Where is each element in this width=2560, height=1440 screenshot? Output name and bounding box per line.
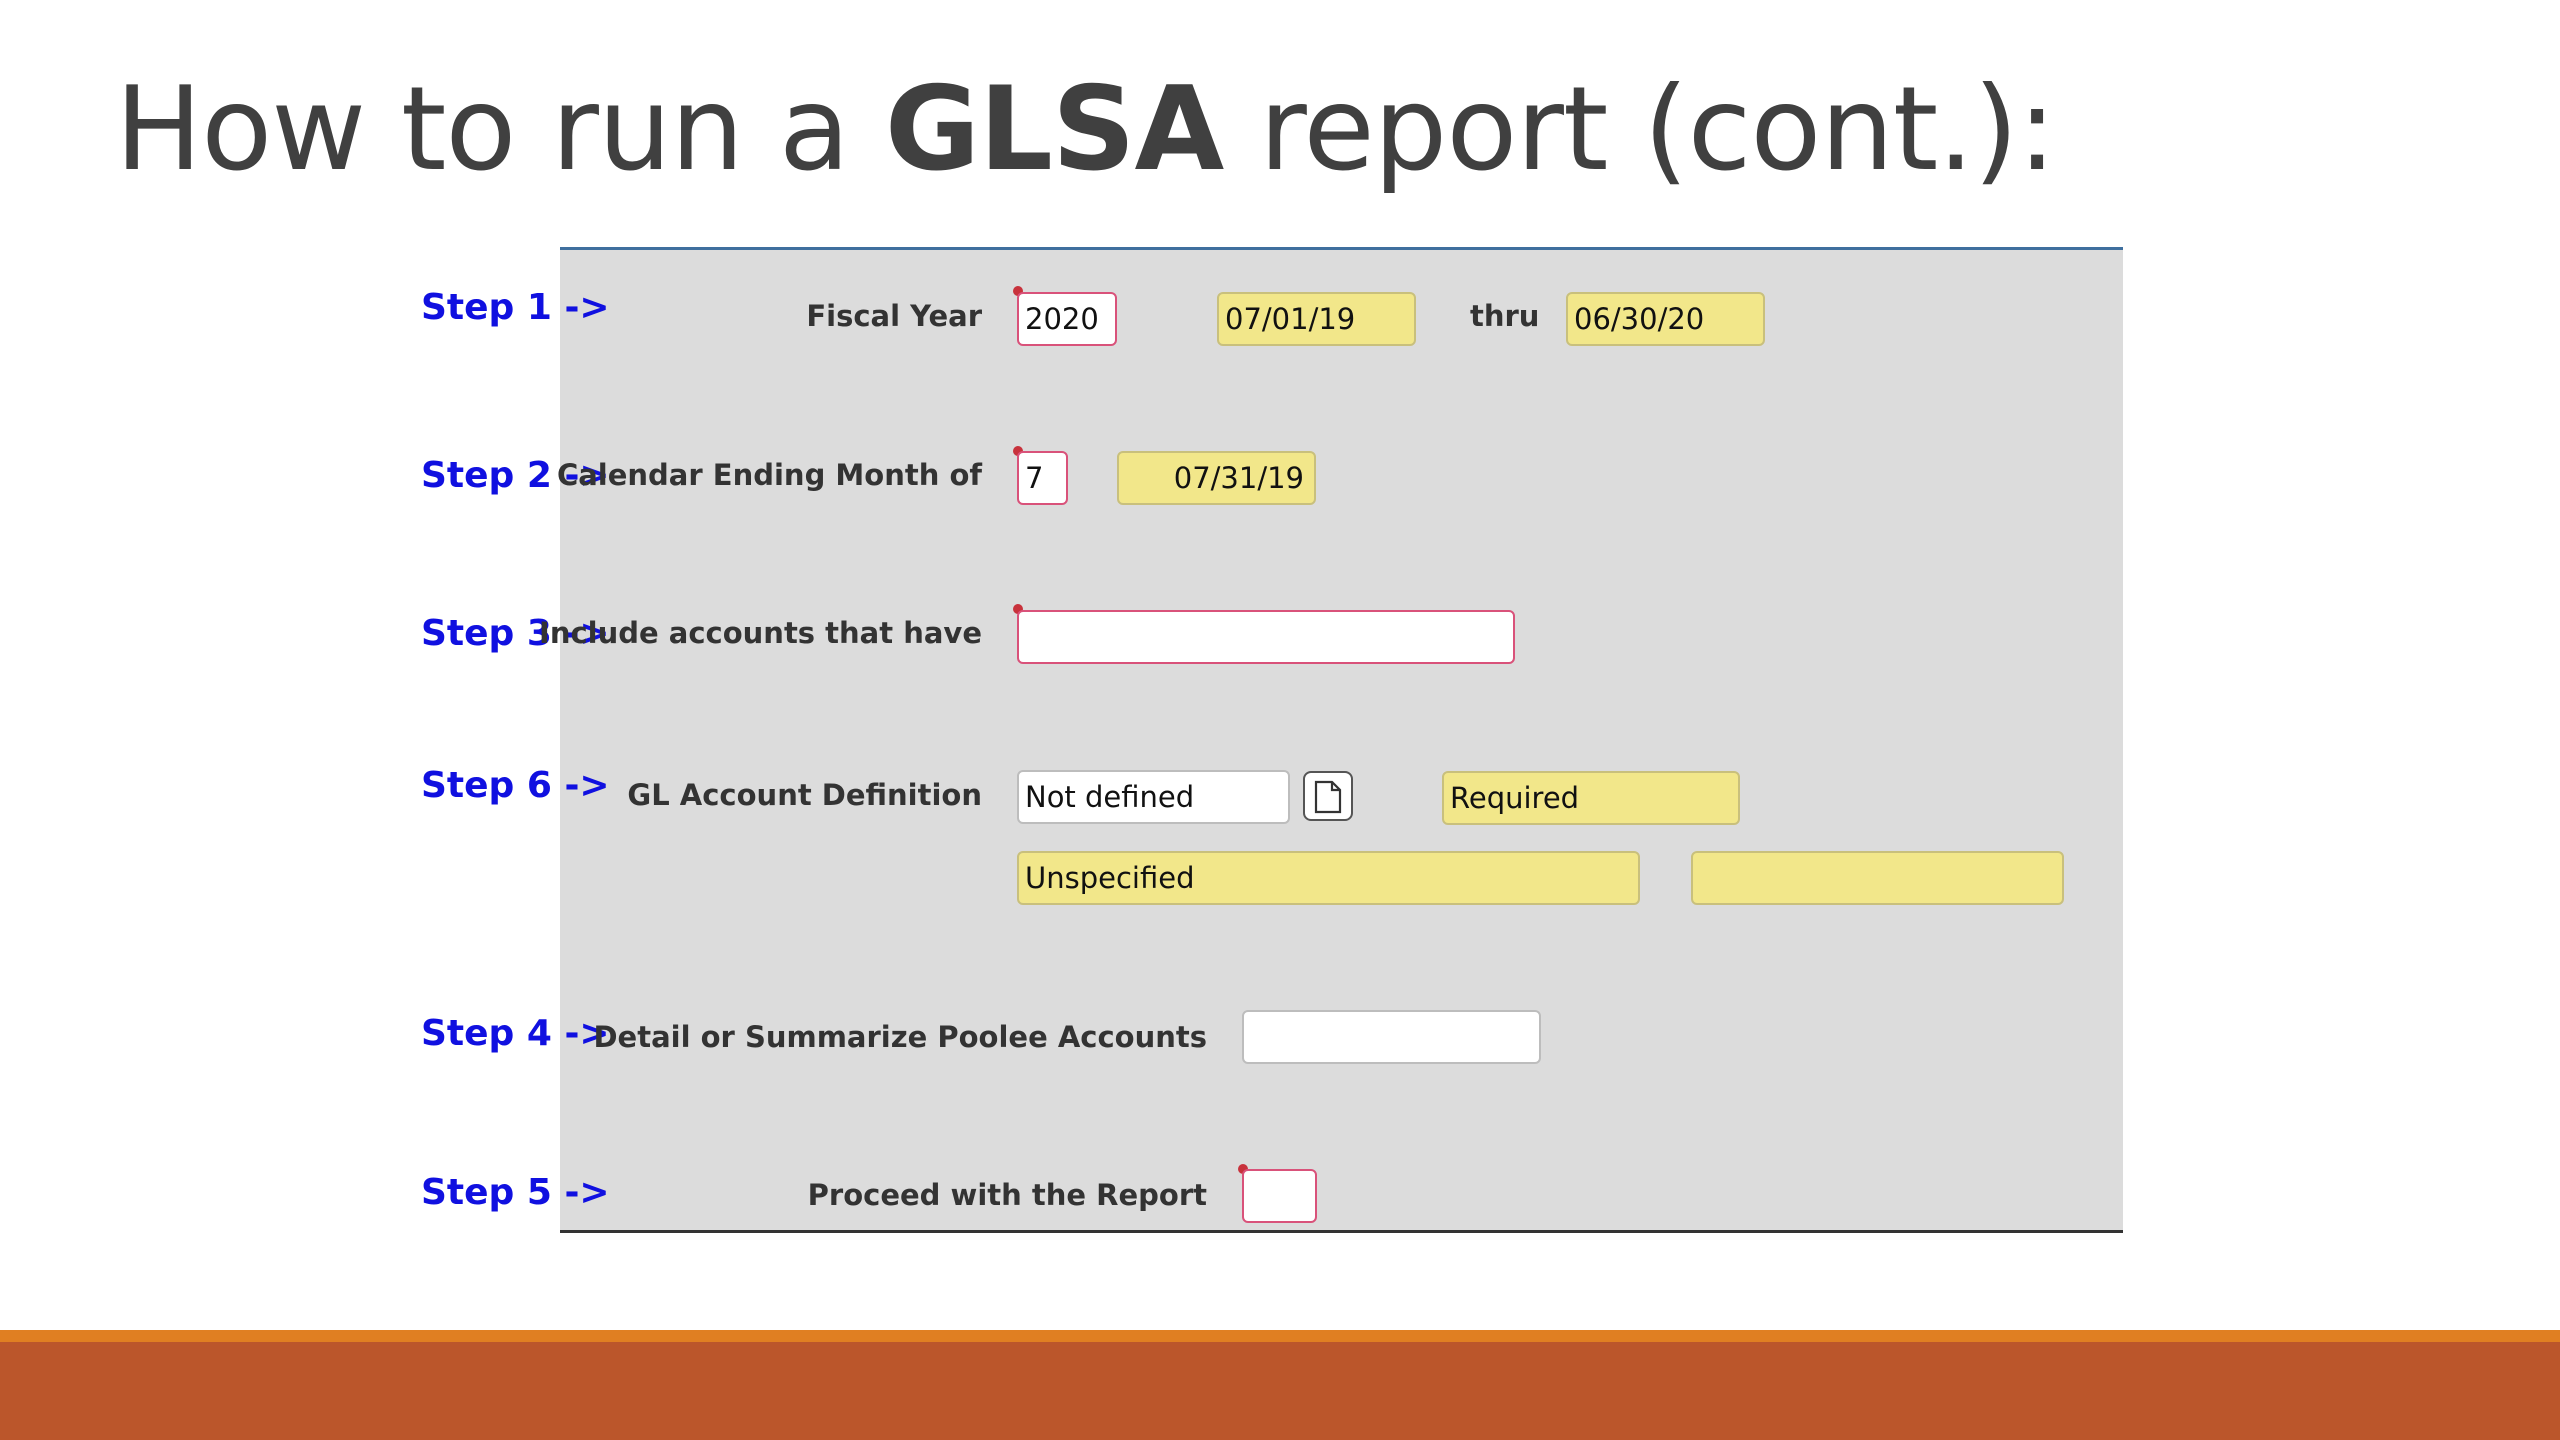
thru-label: thru xyxy=(1470,299,1540,333)
gl-definition-status-field: Required xyxy=(1442,771,1740,825)
required-indicator-icon xyxy=(1238,1164,1248,1174)
step-6-label: Step 6 -> xyxy=(421,765,610,806)
step-2-label: Step 2 -> xyxy=(421,455,610,496)
gl-definition-lookup-button[interactable] xyxy=(1303,771,1353,821)
step-1-label: Step 1 -> xyxy=(421,287,610,328)
gl-definition-input[interactable]: Not defined xyxy=(1017,770,1290,824)
step-5-label: Step 5 -> xyxy=(421,1172,610,1213)
slide-title-bold: GLSA xyxy=(884,62,1224,197)
proceed-label: Proceed with the Report xyxy=(807,1178,1207,1212)
detail-summarize-label: Detail or Summarize Poolee Accounts xyxy=(593,1020,1207,1054)
required-indicator-icon xyxy=(1013,604,1023,614)
document-icon xyxy=(1314,780,1342,814)
detail-summarize-input[interactable] xyxy=(1242,1010,1541,1064)
slide-title-suffix: report (cont.): xyxy=(1223,62,2056,197)
slide-title: How to run a GLSA report (cont.): xyxy=(115,60,2057,199)
slide-title-prefix: How to run a xyxy=(115,62,885,197)
report-form-panel xyxy=(560,247,2123,1233)
gl-definition-label: GL Account Definition xyxy=(627,778,982,812)
gl-definition-extra-field xyxy=(1691,851,2064,905)
fiscal-year-input[interactable]: 2020 xyxy=(1017,292,1117,346)
gl-definition-description-field: Unspecified xyxy=(1017,851,1640,905)
required-indicator-icon xyxy=(1013,446,1023,456)
step-3-label: Step 3 -> xyxy=(421,613,610,654)
footer-accent-line xyxy=(0,1330,2560,1342)
calendar-month-date-field: 07/31/19 xyxy=(1117,451,1316,505)
calendar-month-label: Calendar Ending Month of xyxy=(556,458,982,492)
footer-bar xyxy=(0,1342,2560,1440)
include-accounts-input[interactable] xyxy=(1017,610,1515,664)
fiscal-year-label: Fiscal Year xyxy=(806,299,982,333)
proceed-input[interactable] xyxy=(1242,1169,1317,1223)
calendar-month-input[interactable]: 7 xyxy=(1017,451,1068,505)
required-indicator-icon xyxy=(1013,286,1023,296)
fiscal-start-date-field: 07/01/19 xyxy=(1217,292,1416,346)
include-accounts-label: Include accounts that have xyxy=(539,616,982,650)
step-4-label: Step 4 -> xyxy=(421,1013,610,1054)
fiscal-end-date-field: 06/30/20 xyxy=(1566,292,1765,346)
